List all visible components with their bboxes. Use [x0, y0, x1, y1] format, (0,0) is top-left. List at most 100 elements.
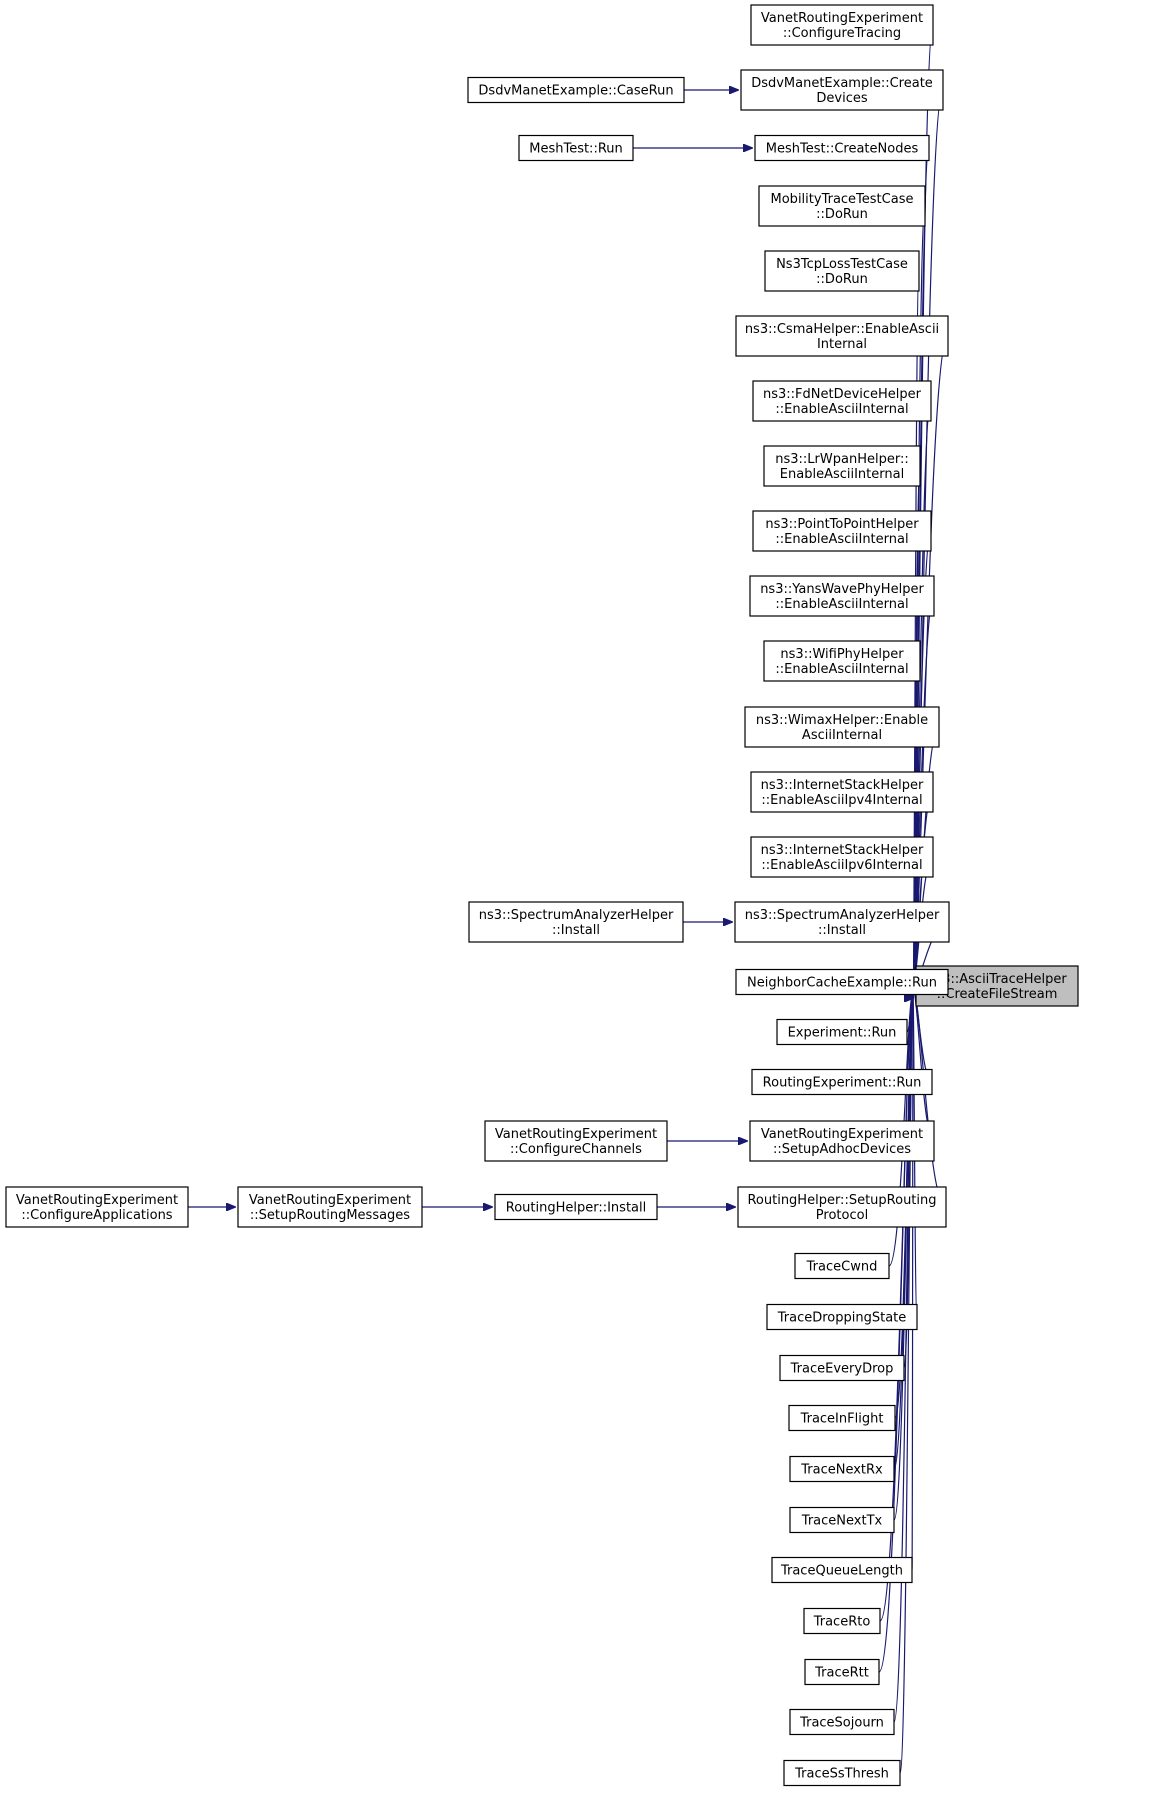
node-label: MeshTest::CreateNodes	[766, 142, 919, 157]
node-box	[751, 1068, 933, 1096]
node-label: TraceQueueLength	[780, 1564, 903, 1579]
node-box	[749, 575, 935, 617]
node-box	[237, 1186, 423, 1228]
node-box	[468, 901, 684, 943]
node-label: RoutingExperiment::Run	[763, 1076, 922, 1091]
node-box	[484, 1120, 668, 1162]
node-label: EnableAsciiInternal	[780, 467, 904, 482]
node-label: DsdvManetExample::CaseRun	[478, 84, 673, 99]
node-inet-ipv4[interactable]: ns3::InternetStackHelper::EnableAsciiIpv…	[750, 771, 934, 813]
node-label: MeshTest::Run	[529, 142, 623, 157]
edge-trace-rtt-to-target	[878, 998, 913, 1673]
node-configure-applications[interactable]: VanetRoutingExperiment::ConfigureApplica…	[5, 1186, 189, 1228]
node-trace-ssthresh[interactable]: TraceSsThresh	[783, 1759, 901, 1787]
node-label: ::Install	[818, 923, 866, 938]
node-box	[776, 1018, 908, 1046]
node-box	[764, 250, 920, 292]
node-label: ns3::AsciiTraceHelper	[927, 972, 1067, 987]
node-label: TraceCwnd	[806, 1260, 878, 1275]
node-configure-tracing[interactable]: VanetRoutingExperiment::ConfigureTracing	[750, 4, 934, 46]
node-label: NeighborCacheExample::Run	[747, 976, 937, 991]
node-mesh-run[interactable]: MeshTest::Run	[518, 134, 634, 162]
node-experiment-run[interactable]: Experiment::Run	[776, 1018, 908, 1046]
node-inet-ipv6[interactable]: ns3::InternetStackHelper::EnableAsciiIpv…	[750, 836, 934, 878]
node-box	[5, 1186, 189, 1228]
edge-trace-sojourn-to-target	[893, 998, 913, 1723]
node-box	[494, 1193, 658, 1221]
node-box	[750, 836, 934, 878]
node-configure-channels[interactable]: VanetRoutingExperiment::ConfigureChannel…	[484, 1120, 668, 1162]
node-trace-rto[interactable]: TraceRto	[803, 1607, 881, 1635]
node-label: ::EnableAsciiInternal	[775, 662, 908, 677]
node-label: ::CreateFileStream	[937, 987, 1058, 1002]
node-box	[783, 1759, 901, 1787]
node-trace-queue-length[interactable]: TraceQueueLength	[771, 1556, 913, 1584]
node-fdnet-enable[interactable]: ns3::FdNetDeviceHelper::EnableAsciiInter…	[752, 380, 932, 422]
node-label: Devices	[816, 91, 867, 106]
node-label: ns3::YansWavePhyHelper	[760, 582, 924, 597]
node-spectrum-install-a[interactable]: ns3::SpectrumAnalyzerHelper::Install	[468, 901, 684, 943]
node-p2p-enable[interactable]: ns3::PointToPointHelper::EnableAsciiInte…	[752, 510, 932, 552]
node-label: ::EnableAsciiInternal	[775, 597, 908, 612]
node-box	[518, 134, 634, 162]
node-box	[789, 1455, 895, 1483]
node-spectrum-install-b[interactable]: ns3::SpectrumAnalyzerHelper::Install	[734, 901, 950, 943]
node-setup-routing-messages[interactable]: VanetRoutingExperiment::SetupRoutingMess…	[237, 1186, 423, 1228]
node-label: ::ConfigureTracing	[783, 26, 901, 41]
node-trace-cwnd[interactable]: TraceCwnd	[794, 1252, 890, 1280]
node-box	[734, 901, 950, 943]
node-label: ns3::FdNetDeviceHelper	[763, 387, 922, 402]
node-trace-dropping-state[interactable]: TraceDroppingState	[766, 1303, 918, 1331]
node-label: ::DoRun	[816, 272, 868, 287]
node-label: TraceNextTx	[801, 1514, 883, 1529]
node-csma-enable[interactable]: ns3::CsmaHelper::EnableAsciiInternal	[735, 315, 949, 357]
node-label: Internal	[817, 337, 867, 352]
node-box	[758, 185, 926, 227]
node-box	[789, 1506, 895, 1534]
nodes-layer: ns3::AsciiTraceHelper::CreateFileStreamV…	[5, 4, 1079, 1787]
node-box	[763, 445, 921, 487]
node-setup-adhoc[interactable]: VanetRoutingExperiment::SetupAdhocDevice…	[749, 1120, 935, 1162]
node-routing-helper-install[interactable]: RoutingHelper::Install	[494, 1193, 658, 1221]
node-routing-exp-run[interactable]: RoutingExperiment::Run	[751, 1068, 933, 1096]
node-label: TraceDroppingState	[777, 1311, 907, 1326]
node-label: ::EnableAsciiIpv4Internal	[761, 793, 922, 808]
node-yanswave-enable[interactable]: ns3::YansWavePhyHelper::EnableAsciiInter…	[749, 575, 935, 617]
node-trace-in-flight[interactable]: TraceInFlight	[788, 1404, 896, 1432]
node-label: ns3::CsmaHelper::EnableAscii	[745, 322, 939, 337]
node-trace-rtt[interactable]: TraceRtt	[804, 1658, 880, 1686]
node-label: ns3::SpectrumAnalyzerHelper	[479, 908, 674, 923]
node-label: TraceEveryDrop	[790, 1362, 894, 1377]
node-trace-every-drop[interactable]: TraceEveryDrop	[779, 1354, 905, 1382]
node-label: TraceRtt	[814, 1666, 869, 1681]
node-label: RoutingHelper::SetupRouting	[747, 1193, 936, 1208]
node-label: VanetRoutingExperiment	[761, 1127, 923, 1142]
node-trace-next-rx[interactable]: TraceNextRx	[789, 1455, 895, 1483]
node-dsdv-caserun[interactable]: DsdvManetExample::CaseRun	[467, 76, 685, 104]
node-label: ::ConfigureApplications	[21, 1208, 172, 1223]
node-label: ::Install	[552, 923, 600, 938]
node-box	[744, 706, 940, 748]
node-label: ns3::SpectrumAnalyzerHelper	[745, 908, 940, 923]
node-mobility-dorun[interactable]: MobilityTraceTestCase::DoRun	[758, 185, 926, 227]
node-wifiphy-enable[interactable]: ns3::WifiPhyHelper::EnableAsciiInternal	[763, 640, 921, 682]
node-mesh-create-nodes[interactable]: MeshTest::CreateNodes	[754, 134, 930, 162]
node-wimax-enable[interactable]: ns3::WimaxHelper::EnableAsciiInternal	[744, 706, 940, 748]
node-label: VanetRoutingExperiment	[761, 11, 923, 26]
node-trace-next-tx[interactable]: TraceNextTx	[789, 1506, 895, 1534]
node-lrwpan-enable[interactable]: ns3::LrWpanHelper::EnableAsciiInternal	[763, 445, 921, 487]
node-box	[763, 640, 921, 682]
node-label: ::DoRun	[816, 207, 868, 222]
node-trace-sojourn[interactable]: TraceSojourn	[789, 1708, 895, 1736]
node-label: MobilityTraceTestCase	[771, 192, 914, 207]
node-box	[737, 1186, 947, 1228]
edge-trace-ssthresh-to-target	[899, 998, 913, 1774]
node-box	[752, 510, 932, 552]
node-box	[803, 1607, 881, 1635]
node-neighbor-run[interactable]: NeighborCacheExample::Run	[735, 968, 949, 996]
node-box	[788, 1404, 896, 1432]
node-label: ::SetupAdhocDevices	[773, 1142, 911, 1157]
node-ns3tcp-dorun[interactable]: Ns3TcpLossTestCase::DoRun	[764, 250, 920, 292]
